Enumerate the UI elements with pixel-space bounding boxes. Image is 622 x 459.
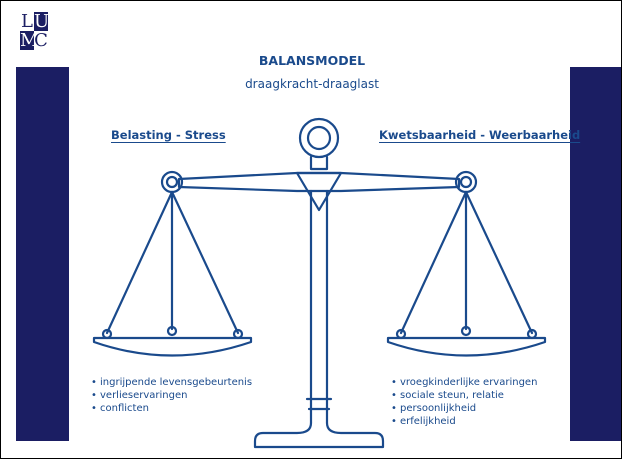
top-ring — [298, 117, 340, 159]
left-side-bar — [16, 67, 69, 441]
list-item: erfelijkheid — [391, 415, 537, 428]
pillar — [309, 189, 329, 401]
left-pan — [92, 336, 253, 357]
pointer-triangle — [295, 171, 343, 212]
list-item: ingrijpende levensgebeurtenis — [91, 376, 252, 389]
left-chains — [105, 190, 240, 335]
diagram-title: BALANSMODEL — [258, 53, 366, 68]
left-factor-list: ingrijpende levensgebeurtenis verlieserv… — [91, 376, 252, 415]
logo-letter-l: L — [21, 11, 33, 32]
right-side-bar — [570, 67, 621, 441]
list-item: sociale steun, relatie — [391, 389, 537, 402]
right-factor-list: vroegkinderlijke ervaringen sociale steu… — [391, 376, 537, 428]
list-item: persoonlijkheid — [391, 402, 537, 415]
left-heading: Belasting - Stress — [111, 128, 226, 142]
lumc-logo: L U M C — [20, 12, 50, 58]
list-item: vroegkinderlijke ervaringen — [391, 376, 537, 389]
top-ring-inner — [306, 125, 332, 151]
right-heading: Kwetsbaarheid - Weerbaarheid — [379, 128, 581, 142]
list-item: conflicten — [91, 402, 252, 415]
logo-letter-u: U — [34, 11, 50, 32]
diagram-subtitle: draagkracht-draaglast — [245, 77, 379, 91]
logo-letter-c: C — [34, 30, 48, 51]
ring-neck — [309, 155, 329, 171]
scale-beam — [177, 171, 461, 193]
logo-letter-m: M — [20, 30, 39, 51]
right-pan — [386, 336, 547, 357]
right-chains — [399, 190, 534, 335]
list-item: verlieservaringen — [91, 389, 252, 402]
scale-base — [253, 421, 385, 449]
